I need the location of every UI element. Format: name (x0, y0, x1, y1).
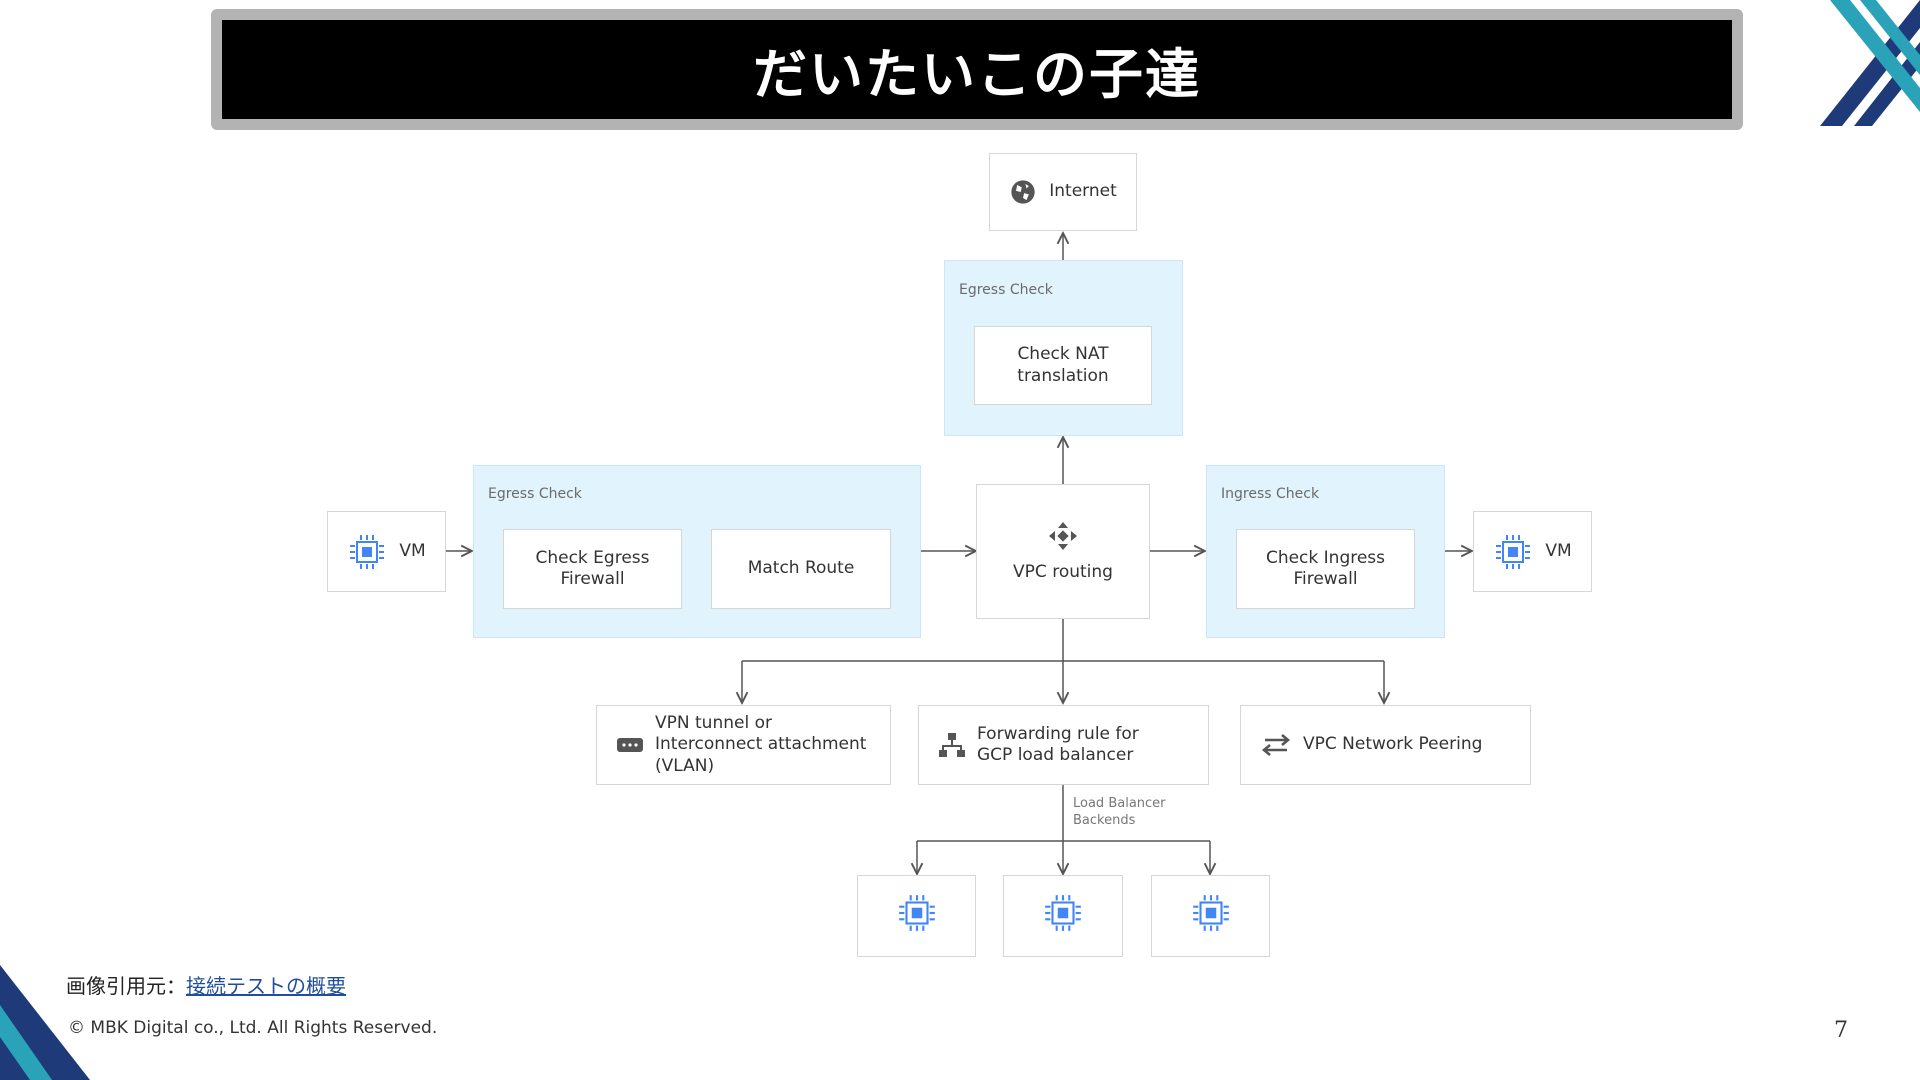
backend-vm-node (1151, 875, 1270, 957)
vm-source-node: VM (327, 511, 446, 592)
slide-title-bar: だいたいこの子達 (211, 9, 1743, 130)
vpn-icon (617, 738, 643, 752)
vpn-tunnel-node: VPN tunnel or Interconnect attachment (V… (596, 705, 891, 785)
vpc-routing-icon (1047, 520, 1079, 552)
forwarding-rule-label: Forwarding rule for GCP load balancer (977, 723, 1139, 765)
page-number: 7 (1834, 1018, 1848, 1043)
chip-icon (896, 892, 938, 940)
vpc-peering-node: VPC Network Peering (1240, 705, 1531, 785)
load-balancer-icon (939, 732, 965, 758)
backend-vm-node (1003, 875, 1123, 957)
match-route-label: Match Route (747, 558, 855, 579)
egress-check-top-label: Egress Check (959, 282, 1053, 298)
chip-icon (1493, 532, 1533, 572)
check-egress-firewall-node: Check Egress Firewall (503, 529, 682, 609)
check-ingress-firewall-label: Check Ingress Firewall (1265, 547, 1386, 589)
image-citation: 画像引用元：接続テストの概要 (66, 970, 346, 999)
chip-icon (347, 532, 387, 572)
check-nat-translation-node: Check NAT translation (974, 326, 1152, 405)
globe-icon (1009, 178, 1037, 206)
ingress-check-label: Ingress Check (1221, 486, 1320, 502)
check-egress-firewall-label: Check Egress Firewall (535, 547, 650, 589)
lb-backends-label: Load Balancer Backends (1073, 796, 1166, 828)
vm-dest-node: VM (1473, 511, 1592, 592)
vpc-peering-label: VPC Network Peering (1303, 734, 1483, 755)
forwarding-rule-node: Forwarding rule for GCP load balancer (918, 705, 1209, 785)
corner-decoration-top-right (1820, 0, 1920, 126)
chip-icon (1190, 892, 1232, 940)
citation-link[interactable]: 接続テストの概要 (186, 974, 346, 998)
vpc-routing-node: VPC routing (976, 484, 1150, 619)
vm-source-label: VM (399, 540, 426, 561)
internet-node: Internet (989, 153, 1137, 231)
vm-dest-label: VM (1545, 540, 1572, 561)
vpn-tunnel-label: VPN tunnel or Interconnect attachment (V… (655, 713, 867, 776)
vpc-routing-label: VPC routing (1013, 561, 1113, 582)
corner-decoration-bottom-left (0, 965, 90, 1080)
slide-title: だいたいこの子達 (753, 43, 1201, 106)
match-route-node: Match Route (711, 529, 891, 609)
check-nat-translation-label: Check NAT translation (1017, 344, 1109, 386)
chip-icon (1042, 892, 1084, 940)
check-ingress-firewall-node: Check Ingress Firewall (1236, 529, 1415, 609)
copyright-notice: © MBK Digital co., Ltd. All Rights Reser… (68, 1018, 438, 1038)
peering-arrows-icon (1261, 734, 1291, 756)
citation-prefix: 画像引用元： (66, 974, 186, 998)
internet-label: Internet (1049, 181, 1117, 202)
egress-check-left-label: Egress Check (488, 486, 582, 502)
backend-vm-node (857, 875, 976, 957)
